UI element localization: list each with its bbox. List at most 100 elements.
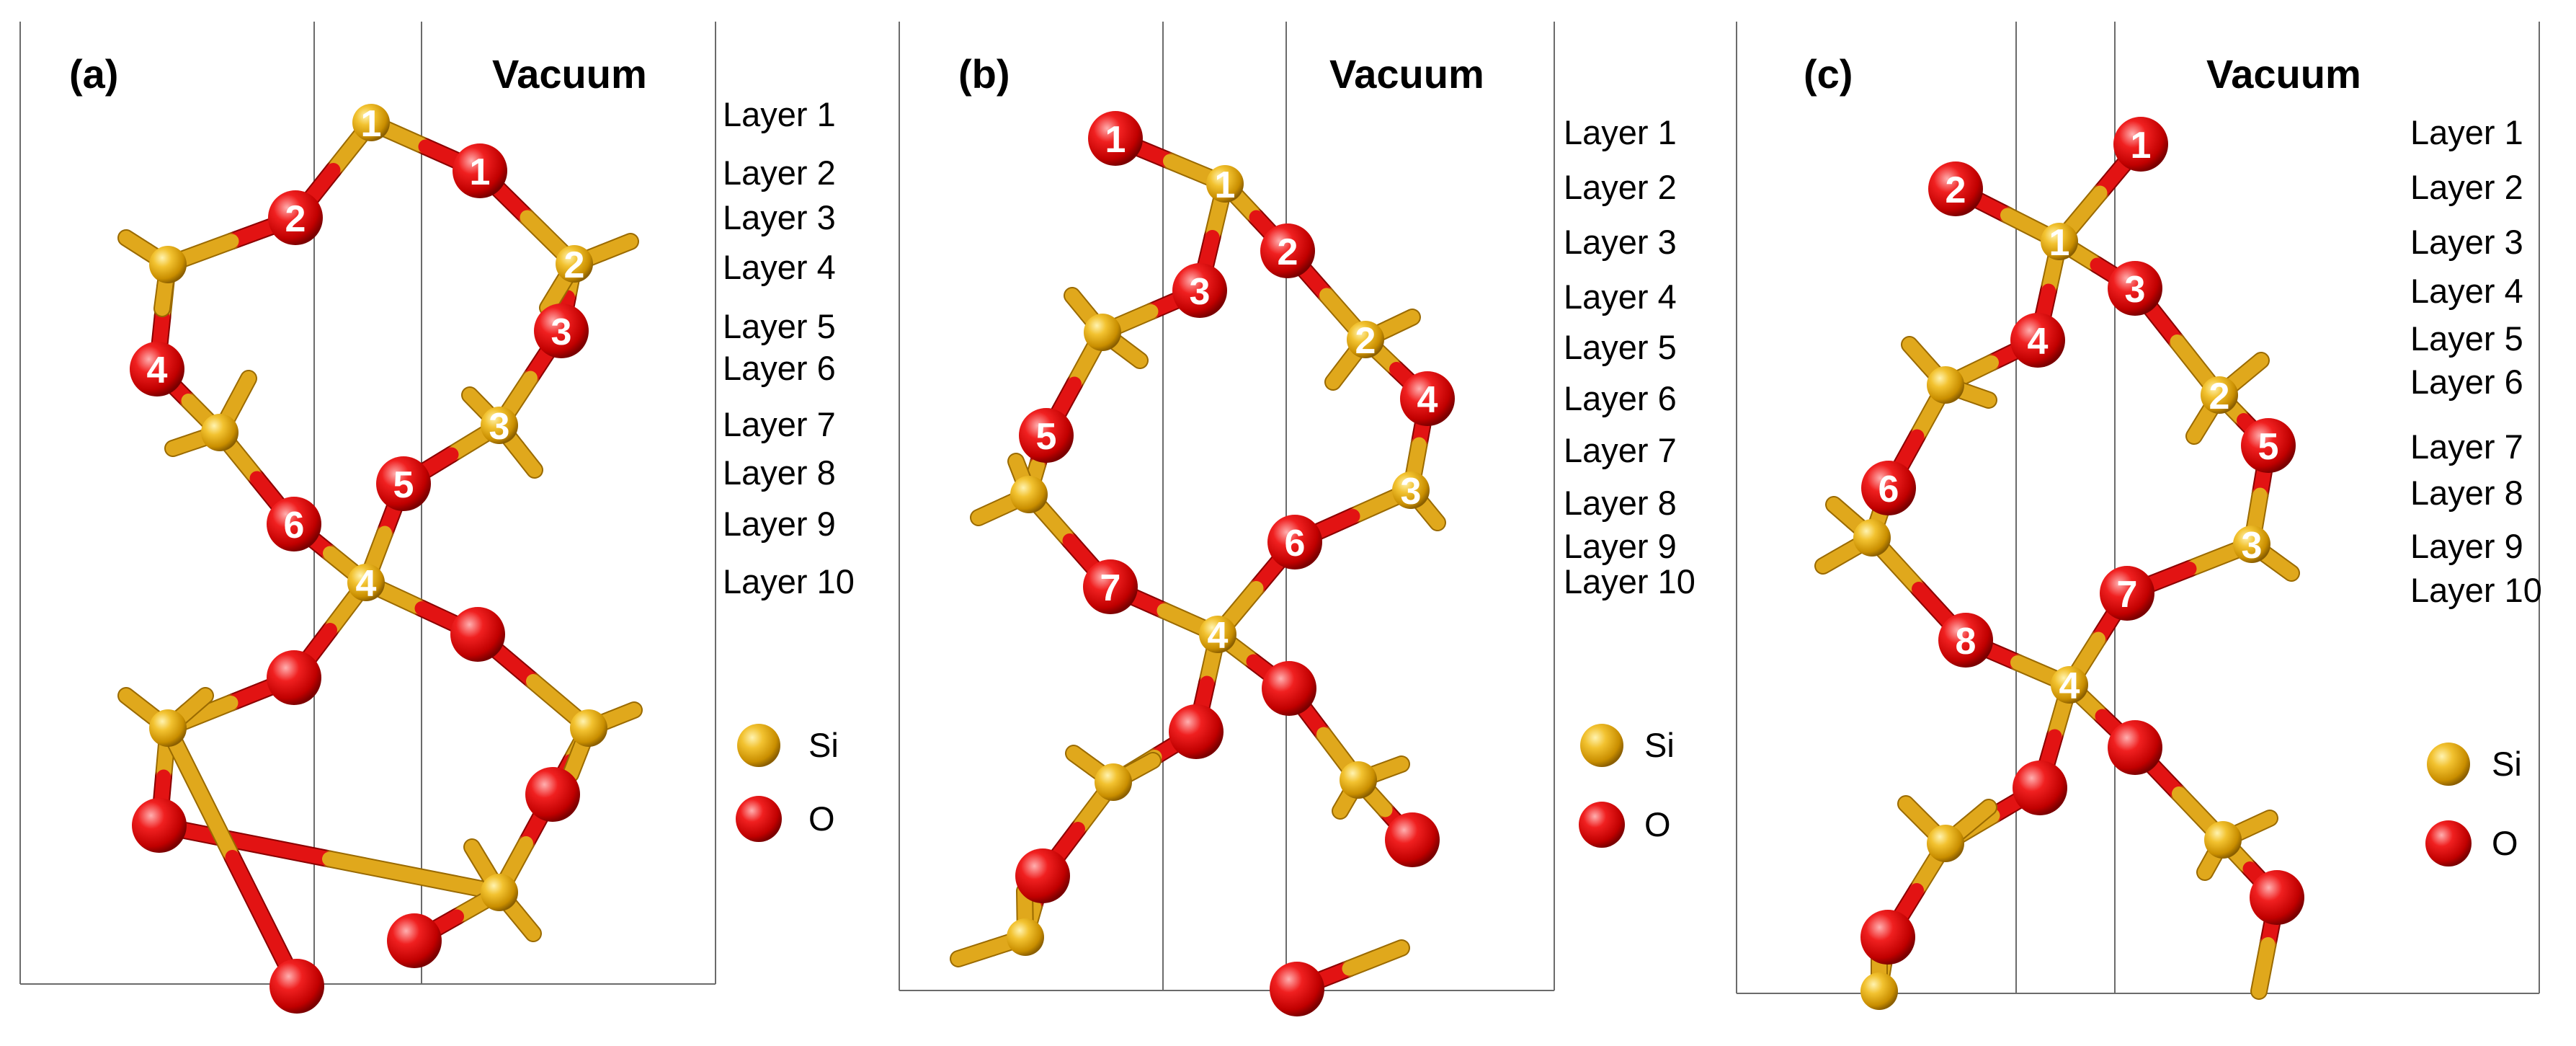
layer-label: Layer 2: [1564, 168, 1677, 206]
oxygen-atom: 2: [1928, 161, 1983, 216]
silicon-atom: [1095, 763, 1132, 801]
layer-label: Layer 7: [723, 405, 836, 443]
layer-label: Layer 3: [2410, 223, 2523, 261]
layer-label: Layer 3: [723, 198, 836, 236]
atom-number: 4: [1208, 615, 1229, 657]
atom-number: 5: [393, 464, 414, 506]
legend-si-label: Si: [808, 726, 839, 764]
panel-label: (b): [958, 51, 1010, 97]
oxygen-atom: [132, 798, 187, 853]
oxygen-atom: 7: [2100, 566, 2154, 621]
atom-number: 2: [2209, 376, 2230, 417]
layer-label: Layer 7: [2410, 427, 2523, 466]
oxygen-atom: 6: [1861, 461, 1916, 515]
atom-number: 6: [284, 505, 305, 546]
silicon-atom: 4: [347, 563, 385, 605]
vacuum-label: Vacuum: [1329, 51, 1484, 97]
oxygen-atom: [269, 959, 324, 1014]
oxygen-atom: 6: [1267, 515, 1322, 569]
silicon-atom: [1927, 825, 1964, 862]
oxygen-atom: 7: [1083, 559, 1138, 614]
silicon-atom: [201, 414, 239, 451]
layer-label: Layer 2: [2410, 168, 2523, 206]
atom-number: 5: [2258, 426, 2279, 468]
silicon-atom: [1860, 972, 1898, 1010]
silicon-atom: 4: [2051, 665, 2088, 707]
oxygen-atom: 3: [534, 303, 589, 358]
atom-number: 4: [2059, 665, 2080, 707]
oxygen-atom: 5: [1019, 408, 1074, 463]
oxygen-atom: 4: [130, 342, 184, 396]
legend: SiO: [1579, 724, 1675, 848]
atom-number: 8: [1956, 621, 1976, 662]
atom-number: 1: [1215, 164, 1236, 206]
layer-label: Layer 7: [1564, 431, 1677, 469]
legend-o-swatch: [1579, 802, 1625, 848]
atom-number: 1: [2049, 222, 2070, 264]
atom-number: 7: [1100, 567, 1121, 609]
layer-label: Layer 9: [1564, 527, 1677, 565]
panel-label: (a): [69, 51, 118, 97]
legend-o-label: O: [1644, 805, 1671, 843]
oxygen-atom: [1262, 661, 1316, 716]
oxygen-atom: 2: [1260, 223, 1315, 278]
legend: SiO: [2425, 743, 2522, 867]
layer-label: Layer 4: [1564, 278, 1677, 316]
atom-number: 3: [551, 311, 572, 353]
layer-label: Layer 8: [2410, 474, 2523, 512]
layer-label: Layer 9: [2410, 527, 2523, 565]
oxygen-atom: [1169, 704, 1224, 759]
atom-number: 2: [285, 198, 306, 240]
silicon-atom: 3: [481, 406, 518, 448]
layer-label: Layer 5: [723, 307, 836, 345]
bonds: [117, 114, 643, 995]
silicon-atom: 1: [1206, 164, 1244, 206]
atom-number: 4: [2028, 321, 2049, 363]
layer-label: Layer 8: [1564, 484, 1677, 522]
vacuum-label: Vacuum: [492, 51, 647, 97]
atom-number: 5: [1036, 416, 1057, 458]
silicon-atom: [1853, 519, 1891, 557]
atom-number: 3: [2242, 525, 2263, 567]
atom-number: 1: [470, 151, 491, 193]
silicon-atom: [1084, 314, 1121, 351]
atom-number: 3: [2125, 269, 2146, 311]
atom-number: 2: [564, 244, 585, 286]
oxygen-atom: 4: [2010, 313, 2065, 368]
silicon-atom: 1: [2041, 222, 2078, 264]
atom-number: 3: [1190, 271, 1211, 313]
silicon-atom: [1927, 366, 1964, 404]
oxygen-atom: 5: [2241, 418, 2296, 473]
oxygen-atom: 5: [376, 456, 431, 511]
atom-number: 3: [1401, 471, 1422, 513]
legend-si-swatch: [2427, 743, 2470, 786]
cell-frame: [899, 22, 1555, 991]
si-o-bond: [151, 817, 508, 901]
oxygen-atom: 2: [268, 190, 323, 245]
layer-label: Layer 4: [723, 248, 836, 286]
layer-label: Layer 6: [723, 349, 836, 387]
oxygen-atom: [267, 650, 321, 705]
layer-label: Layer 2: [723, 154, 836, 192]
atom-number: 2: [1355, 320, 1376, 362]
oxygen-atom: [450, 607, 505, 662]
silicon-atom: 2: [556, 244, 593, 286]
panel-label: (c): [1804, 51, 1853, 97]
layer-label: Layer 1: [723, 95, 836, 133]
layer-label: Layer 6: [1564, 379, 1677, 417]
atom-number: 4: [1417, 379, 1438, 421]
atom-number: 7: [2117, 574, 2138, 616]
oxygen-atom: [2108, 720, 2162, 775]
silicon-atom: 2: [1347, 320, 1384, 362]
legend-si-label: Si: [1644, 726, 1675, 764]
atom-number: 4: [147, 350, 168, 391]
atom-number: 4: [356, 563, 377, 605]
silicon-atom: [149, 709, 187, 747]
layer-label: Layer 5: [2410, 319, 2523, 358]
atom-number: 2: [1278, 231, 1298, 273]
silicon-atom: [481, 874, 518, 911]
